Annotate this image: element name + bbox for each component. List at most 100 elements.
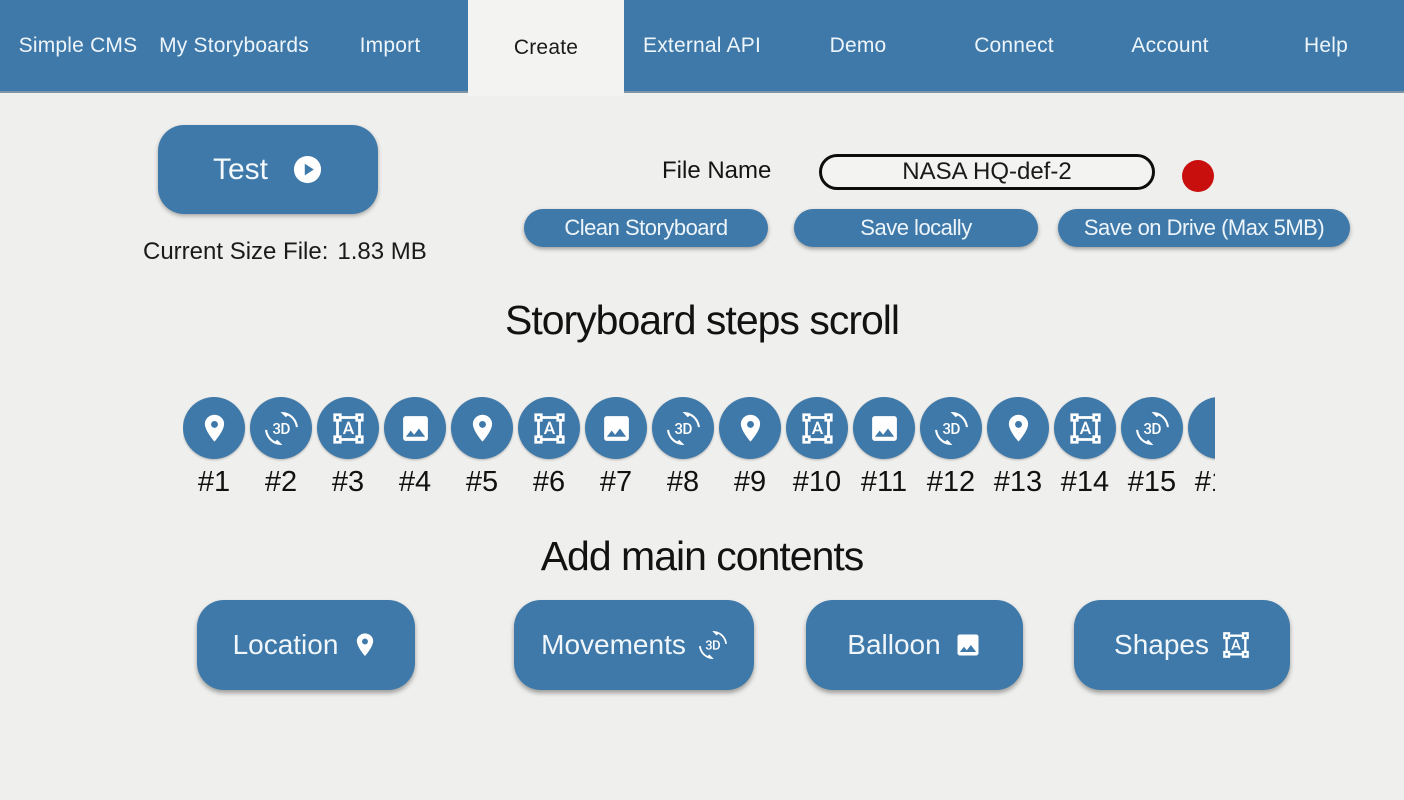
- step-circle-button[interactable]: [250, 397, 312, 459]
- storyboard-step: #15: [1121, 397, 1183, 500]
- step-circle-button[interactable]: [317, 397, 379, 459]
- step-circle-button[interactable]: [920, 397, 982, 459]
- nav-item-account[interactable]: Account: [1131, 33, 1209, 57]
- balloon-button-label: Balloon: [847, 629, 941, 660]
- step-circle-button[interactable]: [786, 397, 848, 459]
- step-circle-button[interactable]: [987, 397, 1049, 459]
- step-label: #2: [264, 466, 298, 498]
- step-label: #9: [733, 466, 767, 498]
- location-button-label: Location: [232, 629, 339, 660]
- save-locally-button[interactable]: Save locally: [794, 209, 1038, 247]
- storyboard-step: #2: [250, 397, 312, 500]
- image-icon: [954, 631, 982, 659]
- storyboard-step: #13: [987, 397, 1049, 500]
- image-icon: [868, 412, 901, 445]
- step-circle-button[interactable]: [1054, 397, 1116, 459]
- movements-button-label: Movements: [541, 629, 686, 660]
- step-circle-button[interactable]: [853, 397, 915, 459]
- 3d-rotation-icon: [265, 412, 298, 445]
- location-pin-icon: [734, 412, 767, 445]
- step-circle-button[interactable]: [652, 397, 714, 459]
- storyboard-steps-strip[interactable]: #1 #2 #3 #4 #5 #6 #7 #8 #9 #10 #11 #12 #13 #14 #15 #16: [183, 397, 1215, 500]
- location-pin-icon: [198, 412, 231, 445]
- storyboard-step: #9: [719, 397, 781, 500]
- location-pin-icon: [1002, 412, 1035, 445]
- format-shapes-icon: [533, 412, 566, 445]
- storyboard-step: #6: [518, 397, 580, 500]
- storyboard-step: #10: [786, 397, 848, 500]
- location-pin-icon: [466, 412, 499, 445]
- storyboard-step: #14: [1054, 397, 1116, 500]
- step-label: #11: [860, 466, 908, 498]
- step-circle-button[interactable]: [1188, 397, 1215, 459]
- add-contents-row: Location Movements Balloon Shapes: [0, 600, 1404, 690]
- step-label: #15: [1127, 466, 1177, 498]
- step-label: #1: [197, 466, 231, 498]
- 3d-rotation-icon: [667, 412, 700, 445]
- format-shapes-icon: [332, 412, 365, 445]
- storyboard-step: #3: [317, 397, 379, 500]
- current-file-size-value: 1.83 MB: [337, 238, 427, 265]
- top-nav: Simple CMS My Storyboards Import Create Exte…: [0, 0, 1404, 96]
- file-name-label: File Name: [662, 157, 772, 184]
- current-file-size: Current Size File: 1.83 MB: [143, 238, 443, 266]
- nav-item-import[interactable]: Import: [359, 33, 421, 57]
- location-button[interactable]: Location: [197, 600, 415, 690]
- nav-item-my-storyboards[interactable]: My Storyboards: [159, 33, 309, 57]
- current-file-size-label: Current Size File:: [143, 238, 329, 265]
- storyboard-step: #7: [585, 397, 647, 500]
- step-label: #13: [993, 466, 1043, 498]
- nav-item-simple-cms[interactable]: Simple CMS: [18, 33, 138, 57]
- storyboard-step: #1: [183, 397, 245, 500]
- location-pin-icon: [351, 631, 379, 659]
- step-circle-button[interactable]: [518, 397, 580, 459]
- step-label: #10: [792, 466, 842, 498]
- test-button-label: Test: [212, 152, 269, 186]
- image-icon: [399, 412, 432, 445]
- nav-item-create[interactable]: Create: [468, 0, 624, 96]
- step-circle-button[interactable]: [585, 397, 647, 459]
- movements-button[interactable]: Movements: [514, 600, 754, 690]
- play-circle-icon: [292, 154, 323, 185]
- step-circle-button[interactable]: [384, 397, 446, 459]
- step-label: #6: [532, 466, 566, 498]
- nav-item-connect[interactable]: Connect: [974, 33, 1054, 57]
- step-label: #5: [465, 466, 499, 498]
- step-circle-button[interactable]: [719, 397, 781, 459]
- 3d-rotation-icon: [699, 631, 727, 659]
- shapes-button-label: Shapes: [1114, 629, 1209, 660]
- save-on-drive-button[interactable]: Save on Drive (Max 5MB): [1058, 209, 1350, 247]
- step-circle-button[interactable]: [183, 397, 245, 459]
- step-circle-button[interactable]: [1121, 397, 1183, 459]
- format-shapes-icon: [801, 412, 834, 445]
- nav-item-external-api[interactable]: External API: [643, 33, 761, 57]
- add-main-contents-heading: Add main contents: [540, 533, 865, 579]
- storyboard-step: #8: [652, 397, 714, 500]
- storyboard-step: #12: [920, 397, 982, 500]
- storyboard-step: #11: [853, 397, 915, 500]
- nav-item-demo[interactable]: Demo: [829, 33, 887, 57]
- 3d-rotation-icon: [935, 412, 968, 445]
- shapes-button[interactable]: Shapes: [1074, 600, 1290, 690]
- step-label: #16: [1194, 466, 1215, 498]
- file-name-input[interactable]: [819, 154, 1155, 190]
- step-circle-button[interactable]: [451, 397, 513, 459]
- balloon-button[interactable]: Balloon: [806, 600, 1023, 690]
- step-label: #8: [666, 466, 700, 498]
- test-button[interactable]: Test: [158, 125, 378, 214]
- clean-storyboard-button[interactable]: Clean Storyboard: [524, 209, 768, 247]
- step-label: #4: [398, 466, 432, 498]
- step-label: #7: [599, 466, 633, 498]
- format-shapes-icon: [1222, 631, 1250, 659]
- record-indicator-dot: [1182, 160, 1214, 192]
- step-label: #14: [1060, 466, 1110, 498]
- 3d-rotation-icon: [1136, 412, 1169, 445]
- storyboard-step: #4: [384, 397, 446, 500]
- nav-item-help[interactable]: Help: [1304, 33, 1348, 57]
- storyboard-step: #16: [1188, 397, 1215, 500]
- image-icon: [600, 412, 633, 445]
- storyboard-step: #5: [451, 397, 513, 500]
- format-shapes-icon: [1069, 412, 1102, 445]
- storyboard-steps-heading: Storyboard steps scroll: [504, 297, 900, 343]
